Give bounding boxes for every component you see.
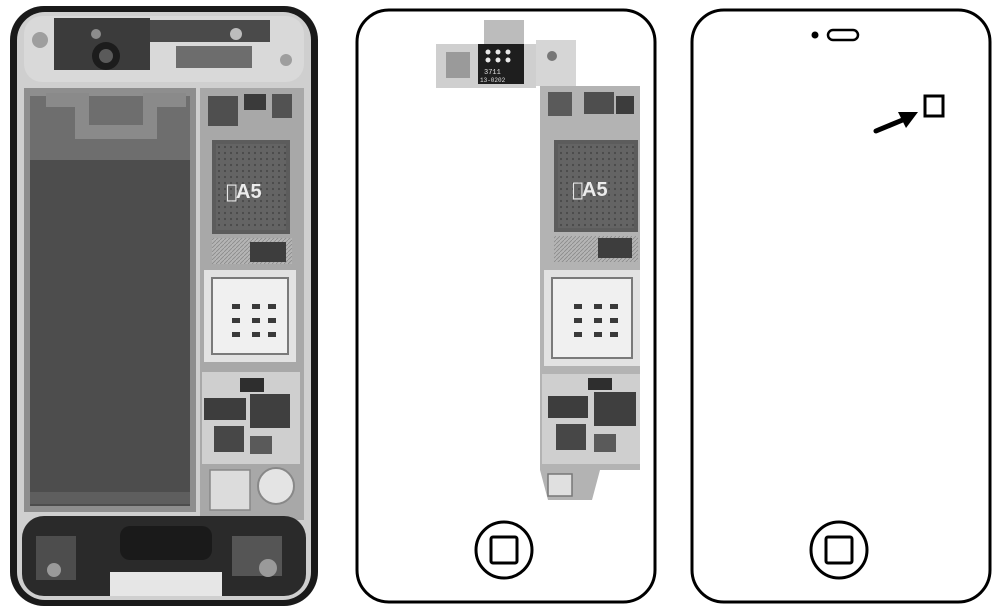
apple-logo-icon:  xyxy=(572,179,583,201)
bottom-assembly xyxy=(22,516,306,596)
panel-opened-phone:  A5 xyxy=(10,6,318,606)
top-bracket xyxy=(24,16,304,82)
logic-board-outline:  A5 xyxy=(540,86,640,500)
chip-label: A5 xyxy=(236,181,262,203)
earpiece-speaker-icon xyxy=(826,28,860,42)
front-camera-icon xyxy=(811,31,819,39)
logic-board:  A5 xyxy=(200,88,304,520)
apple-logo-icon:  xyxy=(226,181,237,203)
chip-label: A5 xyxy=(582,179,608,201)
flex-code-line-2: 13-0202 xyxy=(480,77,506,84)
flex-code-line-1: 3711 xyxy=(484,69,501,77)
panel-logic-board: 3711 13-0202  A5 xyxy=(355,8,657,604)
panel-front-outline xyxy=(690,8,992,604)
arrow-pointer-icon xyxy=(873,112,918,134)
home-button-icon xyxy=(809,520,869,580)
target-component-marker xyxy=(923,94,945,118)
battery xyxy=(24,88,196,512)
phone-outline xyxy=(690,8,992,604)
home-button-icon xyxy=(474,520,534,580)
vibrator-motor xyxy=(257,467,295,505)
flex-cable: 3711 13-0202 xyxy=(436,20,576,88)
